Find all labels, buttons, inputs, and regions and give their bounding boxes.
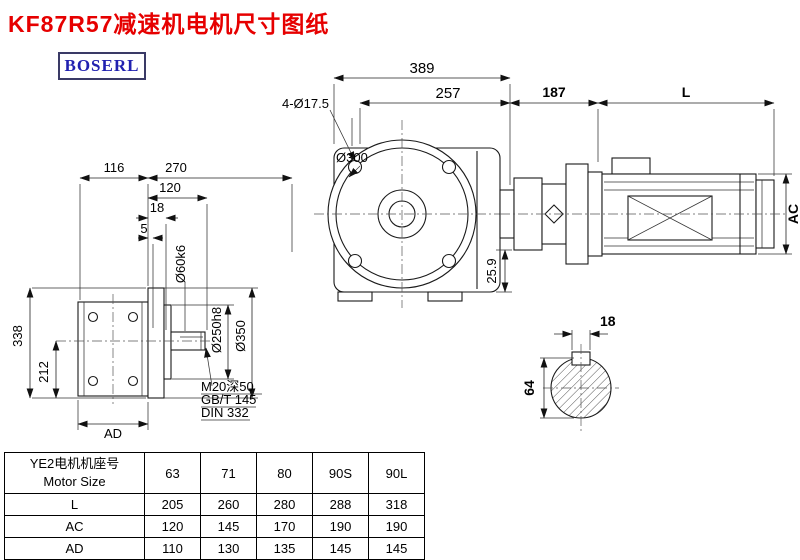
table-header-row: YE2电机机座号 Motor Size 63 71 80 90S 90L [4, 452, 425, 494]
bolt-hole [441, 253, 457, 269]
table-header-size: 90L [368, 452, 425, 494]
housing-foot [427, 291, 463, 302]
gearbox-side-view [56, 287, 218, 404]
header-en: Motor Size [43, 474, 106, 489]
bolt-hole [347, 253, 363, 269]
table-header-size: 63 [144, 452, 201, 494]
table-header-size: 90S [312, 452, 369, 494]
bolt-hole [441, 159, 457, 175]
page-title: KF87R57减速机电机尺寸图纸 [8, 11, 330, 37]
dim-overall-width: 389 [409, 60, 434, 77]
table-cell: 190 [312, 515, 369, 538]
table-cell: 135 [256, 537, 313, 560]
table-row-ac: AC 120 145 170 190 190 [4, 515, 425, 538]
dim-depth-offset: 25.9 [484, 258, 499, 283]
dim-axis-height: 212 [36, 361, 51, 383]
dim-shaft-diameter: 64 [521, 380, 537, 396]
dim-ad: AD [104, 426, 122, 441]
table-cell: 260 [200, 493, 257, 516]
label-bolt-circle: Ø300 [336, 150, 368, 165]
table-cell: 190 [368, 515, 425, 538]
label-shaft-fit: Ø60k6 [173, 245, 188, 283]
table-header-motor-size: YE2电机机座号 Motor Size [4, 452, 145, 494]
dim-shaft-length: 120 [159, 180, 181, 195]
housing-foot [337, 291, 373, 302]
dim-total-height: 338 [10, 325, 25, 347]
dim-flange-width: 257 [435, 85, 460, 102]
table-cell: 145 [200, 515, 257, 538]
brand-logo: BOSERL [58, 52, 146, 80]
label-bolt-holes: 4-Ø17.5 [282, 96, 329, 111]
motor-size-table: YE2电机机座号 Motor Size 63 71 80 90S 90L L 2… [4, 452, 425, 560]
table-cell: 318 [368, 493, 425, 516]
dim-adapter-length: 187 [542, 84, 566, 100]
row-label: AC [4, 515, 145, 538]
header-cn: YE2电机机座号 [29, 456, 120, 472]
shaft-section-view [543, 344, 619, 432]
table-cell: 120 [144, 515, 201, 538]
bolt-hole [87, 375, 99, 387]
label-spigot-fit: Ø250h8 [209, 307, 224, 353]
table-cell: 170 [256, 515, 313, 538]
table-cell: 280 [256, 493, 313, 516]
table-cell: 145 [368, 537, 425, 560]
bolt-hole [127, 311, 139, 323]
table-row-ad: AD 110 130 135 145 145 [4, 537, 425, 560]
dimension-annotations: 389 257 4-Ø17.5 Ø300 187 L AC [10, 60, 800, 441]
table-cell: 145 [312, 537, 369, 560]
note-tap-hole: M20深50 [201, 379, 254, 394]
note-gbt-standard: GB/T 145 [201, 392, 256, 407]
dim-shoulder: 5 [140, 221, 147, 236]
row-label: AD [4, 537, 145, 560]
dim-body-depth: 270 [165, 160, 187, 175]
bolt-hole [127, 375, 139, 387]
bolt-hole [87, 311, 99, 323]
table-cell: 288 [312, 493, 369, 516]
table-header-size: 71 [200, 452, 257, 494]
table-cell: 205 [144, 493, 201, 516]
note-din-standard: DIN 332 [201, 405, 249, 420]
flange-spigot [163, 304, 172, 380]
dim-motor-length: L [682, 84, 691, 100]
label-flange-od: Ø350 [233, 320, 248, 352]
dim-key-width: 18 [600, 313, 616, 329]
output-flange [147, 287, 165, 399]
dim-key-length: 18 [150, 200, 164, 215]
table-cell: 130 [200, 537, 257, 560]
terminal-box [611, 157, 651, 175]
dim-motor-diameter: AC [785, 204, 800, 224]
table-row-l: L 205 260 280 288 318 [4, 493, 425, 516]
table-header-size: 80 [256, 452, 313, 494]
dim-body-width: 116 [104, 160, 125, 175]
table-cell: 110 [144, 537, 201, 560]
row-label: L [4, 493, 145, 516]
motor-side-view [499, 157, 788, 265]
